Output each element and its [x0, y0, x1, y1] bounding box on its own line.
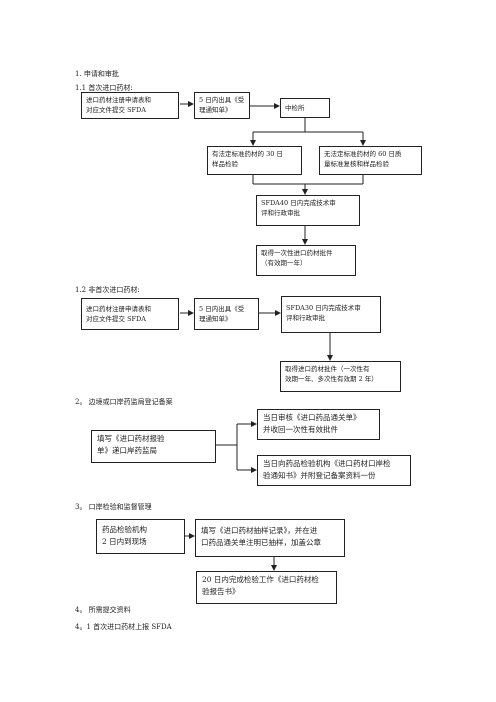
box-inspection-report: 20 日内完成检验工作《进口药材检 验报告书》	[196, 571, 337, 604]
heading-first-import: 1.1 首次进口药材:	[75, 84, 133, 92]
box-sampling-record-line-1: 填写《进口药材抽样记录》，并在进	[201, 526, 318, 535]
box-inspection-agency-onsite-line-1: 药品检验机构	[102, 525, 147, 534]
box-with-standard-inspection: 有法定标准药材的 30 日 样品检验	[207, 146, 302, 175]
box-one-time-approval-line-2: （有效期一年）	[261, 259, 307, 267]
box-notify-inspection-agency: 当日向药品检验机构《进口药材口岸检 验通知书》并附登记备案资料一份	[257, 455, 411, 486]
box-inspection-agency-onsite: 药品检验机构 2 日内到现场	[96, 519, 185, 554]
box-import-approval-line-1: 取得进口药材批件（一次性有	[285, 365, 370, 373]
box-fill-inspection-form-line-1: 填写《进口药材报验	[97, 434, 165, 443]
box-sfda40-review-line-1: SFDA40 日内完成技术审	[261, 199, 336, 207]
box-inspection-report-line-2: 验报告书》	[202, 587, 240, 596]
box-sfda30-review: SFDA30 日内完成技术审 评和行政审批	[281, 296, 381, 333]
box-acceptance-notice-line-2: 理通知单》	[199, 106, 232, 114]
heading-port-inspection: 3。 口岸检验和监督管理	[75, 503, 152, 511]
box-sfda30-review-line-2: 评和行政审批	[286, 314, 325, 322]
box-import-approval: 取得进口药材批件（一次性有 效期一年、多次性有效期 2 年）	[280, 361, 401, 392]
box-with-standard-inspection-line-2: 样品检验	[212, 160, 238, 168]
box-submit-application-2-line-2: 对应文件提交 SFDA	[86, 315, 146, 323]
box-acceptance-notice-line-1: 5 日内出具《受	[199, 96, 245, 104]
heading-application-approval: 1. 申请和审批	[75, 70, 119, 78]
box-submit-application: 进口药材注册申请表和 对应文件提交 SFDA	[81, 92, 179, 119]
box-acceptance-notice: 5 日内出具《受 理通知单》	[194, 92, 250, 119]
box-fill-inspection-form-line-2: 单》递口岸药监局	[97, 446, 157, 455]
box-no-standard-inspection-line-2: 量标准复核和样品检验	[324, 160, 389, 168]
box-same-day-review: 当日审核《进口药品通关单》 并收回一次性有效批件	[257, 409, 380, 440]
box-acceptance-notice-2-line-1: 5 日内出具《受	[199, 305, 245, 313]
box-submit-application-line-2: 对应文件提交 SFDA	[86, 106, 146, 114]
heading-non-first-import: 1.2 非首次进口药材:	[75, 286, 140, 294]
box-inspection-report-line-1: 20 日内完成检验工作《进口药材检	[202, 575, 319, 584]
box-sfda40-review-line-2: 评和行政审批	[261, 209, 300, 217]
heading-documents: 4。 所需提交资料	[75, 606, 131, 614]
box-fill-inspection-form: 填写《进口药材报验 单》递口岸药监局	[91, 430, 216, 463]
box-same-day-review-line-1: 当日审核《进口药品通关单》	[263, 413, 361, 422]
box-sfda40-review: SFDA40 日内完成技术审 评和行政审批	[256, 195, 360, 226]
box-same-day-review-line-2: 并收回一次性有效批件	[263, 425, 338, 434]
box-submit-application-line-1: 进口药材注册申请表和	[86, 96, 151, 104]
box-notify-inspection-agency-line-2: 验通知书》并附登记备案资料一份	[263, 471, 376, 480]
box-sampling-record: 填写《进口药材抽样记录》，并在进 口药品通关单注明已抽样，加盖公章	[195, 519, 345, 557]
box-inspection-agency-onsite-line-2: 2 日内到现场	[102, 537, 147, 546]
heading-first-import-documents: 4。1 首次进口药材上报 SFDA	[75, 623, 172, 631]
box-import-approval-line-2: 效期一年、多次性有效期 2 年）	[285, 375, 378, 383]
box-acceptance-notice-2-line-2: 理通知单》	[199, 315, 232, 323]
box-notify-inspection-agency-line-1: 当日向药品检验机构《进口药材口岸检	[263, 459, 391, 468]
box-one-time-approval-line-1: 取得一次性进口药材批件	[261, 249, 333, 257]
box-nicpbp: 中检所	[280, 98, 330, 118]
box-no-standard-inspection-line-1: 无法定标准药材的 60 日质	[324, 150, 402, 158]
box-nicpbp-label: 中检所	[285, 104, 305, 112]
box-submit-application-2-line-1: 进口药材注册申请表和	[86, 305, 151, 313]
box-sampling-record-line-2: 口药品通关单注明已抽样，加盖公章	[201, 538, 321, 547]
box-no-standard-inspection: 无法定标准药材的 60 日质 量标准复核和样品检验	[319, 146, 422, 175]
heading-registration-filing: 2。 边境或口岸药监局登记备案	[75, 398, 173, 406]
box-with-standard-inspection-line-1: 有法定标准药材的 30 日	[212, 150, 283, 158]
box-acceptance-notice-2: 5 日内出具《受 理通知单》	[194, 298, 259, 330]
box-one-time-approval: 取得一次性进口药材批件 （有效期一年）	[256, 245, 356, 276]
box-submit-application-2: 进口药材注册申请表和 对应文件提交 SFDA	[81, 298, 179, 330]
box-sfda30-review-line-1: SFDA30 日内完成技术审	[286, 304, 361, 312]
